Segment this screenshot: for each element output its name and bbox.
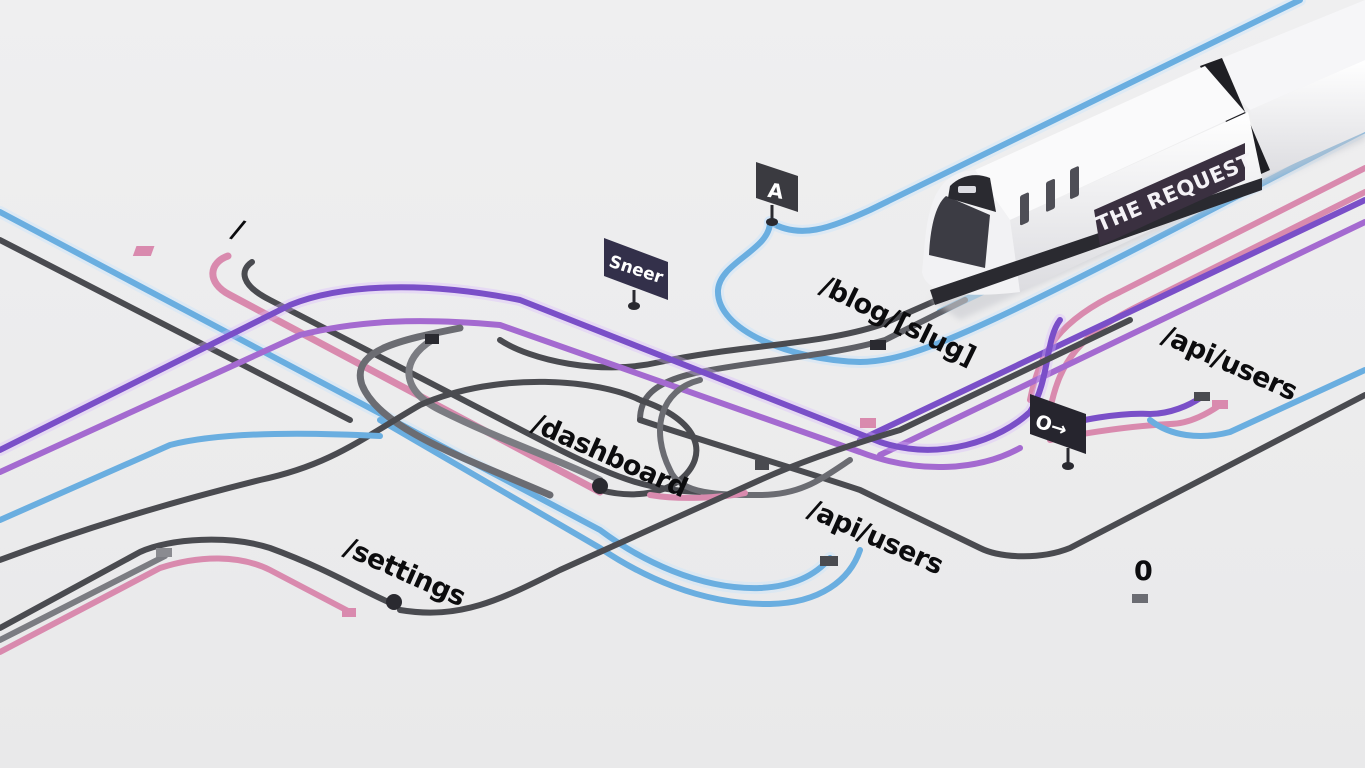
track-purple-left [0,284,1063,453]
track-gray-figure8 [657,377,853,498]
track-blue-api-right [1147,367,1365,439]
sign-sneer: Sneer [604,238,668,310]
station-dashboard [592,478,608,494]
sign-a-text: A [766,178,785,204]
switch-block [425,334,439,344]
train-window [1046,178,1055,212]
track-blue-long-left-2 [377,417,863,608]
track-gray-loop-inner [405,336,604,484]
track-gray-settings [0,553,168,643]
buffer-stop-api-right-pink [1212,400,1228,409]
train-window [1070,166,1079,199]
track-violet-left [0,318,1023,475]
switch-block-4 [860,418,876,428]
switch-block-2 [755,460,769,470]
sign-base [1062,462,1074,470]
buffer-stop-root [132,246,155,256]
station-settings [386,594,402,610]
tracks [0,0,1365,655]
train-banner [1094,143,1245,246]
buffer-stop-api-right [1194,392,1210,401]
track-purple-train [857,197,1365,443]
track-blue-loop [714,127,1365,365]
stops [132,246,1228,617]
sign-ox: O→ [1030,394,1086,470]
buffer-stop-settings-gray [156,548,172,557]
track-dark-blog-2 [637,297,968,423]
track-dark-long-left [0,237,353,423]
sign-a: A [756,162,798,226]
track-pink-root [209,252,604,496]
switch-block-3 [870,340,886,350]
track-dark-settings [0,536,398,631]
train-windows [1020,166,1079,226]
sign-base [628,302,640,310]
train-rear-car-roof [1205,0,1365,110]
train-front-car-roof [975,66,1245,220]
track-violet-train [877,219,1365,458]
train-rear-car-side [1250,60,1365,178]
sign-board [604,238,668,300]
track-dark-cross [397,317,1133,616]
train: THE REQUEST [922,0,1365,320]
sign-board [756,162,798,212]
train-headsign [958,186,976,193]
route-label-zero: 0 [1134,556,1152,587]
track-pink-dash-tail [647,490,748,501]
track-blue-long-left [0,209,833,592]
track-blue-train-outer [767,0,1303,234]
track-pink-settings [0,555,353,655]
track-dark-figure8 [0,378,700,563]
buffer-stop-api-center [820,556,838,566]
buffer-stop-settings-pink [342,608,356,617]
track-gray-loop-outer [356,324,554,499]
sign-base [766,218,778,226]
buffer-stop-zero [1132,594,1148,603]
track-blue-settings [0,430,383,523]
train-window [1020,192,1029,226]
train-windshield [929,196,990,268]
train-nose-cap [948,175,996,212]
sign-board [1030,394,1086,454]
